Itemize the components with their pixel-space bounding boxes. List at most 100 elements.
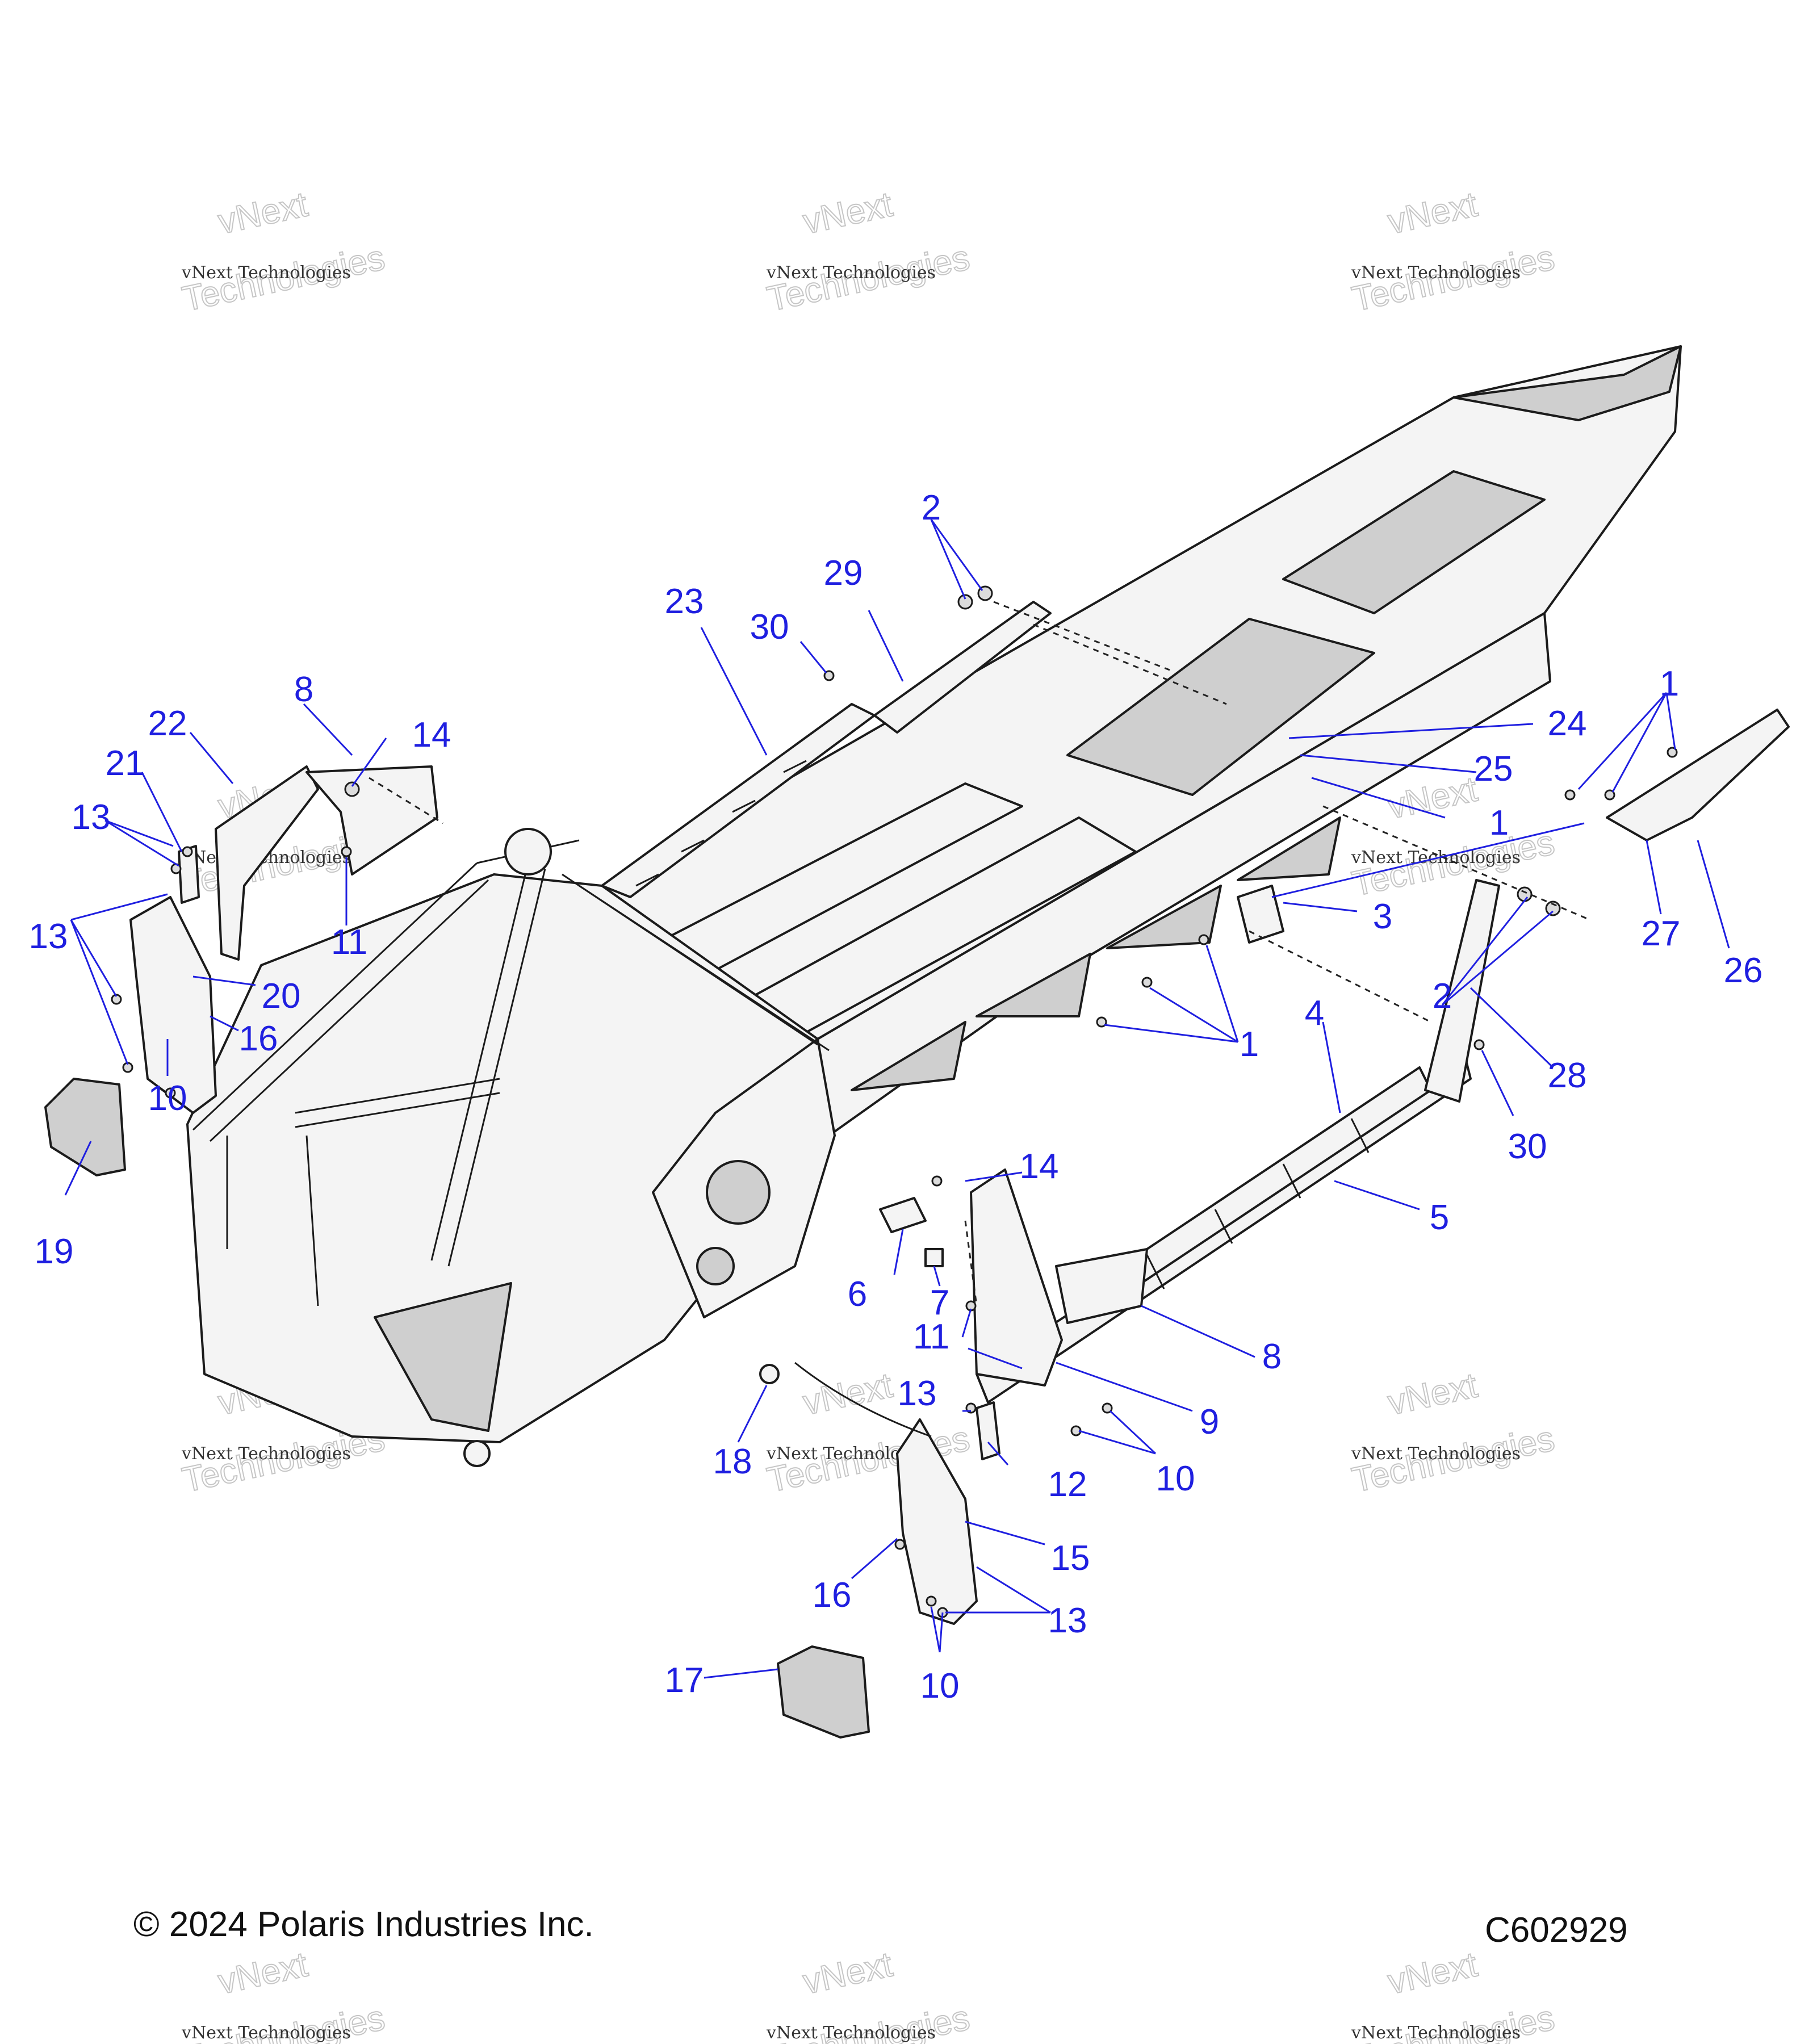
side-cutout — [1106, 885, 1222, 949]
cone-end — [463, 1440, 491, 1467]
leader-line — [976, 1566, 1051, 1614]
leader-line — [1205, 945, 1239, 1042]
part-28-bracket — [1424, 879, 1500, 1103]
watermark-big-text: vNext — [799, 1366, 895, 1422]
callout-3: 3 — [1373, 897, 1392, 936]
leader-line — [965, 1171, 1023, 1182]
callout-26: 26 — [1724, 951, 1763, 990]
callout-19: 19 — [35, 1232, 74, 1271]
deck-recess — [1282, 470, 1546, 614]
callout-8: 8 — [1262, 1337, 1282, 1376]
leader-line — [210, 1015, 239, 1032]
part-8-bracket — [305, 765, 438, 876]
watermark-small-text: vNext Technologies — [1351, 1444, 1521, 1464]
leader-line — [965, 1521, 1045, 1545]
callout-13: 13 — [1048, 1601, 1087, 1640]
callout-11: 11 — [331, 923, 367, 962]
assembly-line — [1249, 930, 1431, 1023]
fastener — [1564, 789, 1576, 801]
fasteners — [111, 585, 1678, 1618]
leader-line — [189, 732, 234, 784]
leader-line — [64, 1141, 92, 1196]
watermark-small-text: vNext Technologies — [1351, 263, 1521, 283]
frame-tube — [192, 862, 478, 1131]
leader-line — [930, 1606, 941, 1653]
callout-23: 23 — [665, 582, 704, 621]
callout-22: 22 — [148, 704, 187, 743]
leader-line — [1288, 723, 1534, 739]
watermark-big-text: vNext — [215, 185, 311, 241]
callout-29: 29 — [824, 554, 863, 593]
part-19-pad — [44, 1078, 126, 1176]
part-17-pad — [777, 1645, 870, 1739]
leader-line — [1300, 754, 1477, 773]
footer: © 2024 Polaris Industries Inc. C602929 — [133, 1905, 1628, 1950]
callout-20: 20 — [262, 977, 301, 1016]
callout-25: 25 — [1474, 749, 1513, 789]
side-cutout — [1237, 816, 1341, 881]
watermark-big-text: vNext — [1384, 1366, 1480, 1422]
leader-line — [1611, 692, 1668, 793]
watermark-small-text: vNext Technologies — [181, 1444, 351, 1464]
fastener — [823, 670, 835, 681]
leader-line — [1441, 897, 1529, 1006]
frame-tube — [447, 868, 546, 1267]
watermark: vNext Technologies vNext Technologies — [178, 184, 388, 320]
callout-7: 7 — [930, 1283, 949, 1322]
watermark: vNext Technologies vNext Technologies — [178, 1944, 388, 2044]
callout-9: 9 — [1200, 1402, 1219, 1442]
leader-line — [1311, 777, 1446, 819]
leader-line — [1469, 987, 1554, 1069]
part-9-bracket — [970, 1168, 1063, 1387]
watermark-big-text: vNext — [799, 185, 895, 241]
watermark-small-text: vNext Technologies — [766, 2023, 936, 2043]
leader-line — [868, 610, 904, 682]
shock-strut — [295, 1078, 500, 1114]
running-board-rung — [1214, 1209, 1233, 1244]
leader-line — [1481, 1050, 1514, 1116]
part-22-bracket — [215, 765, 319, 961]
leader-line — [1078, 1430, 1156, 1455]
callout-4: 4 — [1305, 994, 1324, 1033]
running-board-rung — [635, 873, 659, 887]
leader-line — [737, 1385, 768, 1443]
callout-14: 14 — [412, 715, 451, 755]
frame-tube — [209, 879, 489, 1142]
fastener — [170, 863, 182, 874]
leader-line — [930, 519, 966, 600]
part-26-bracket — [1606, 709, 1790, 841]
fastener — [165, 1087, 176, 1099]
part-8-lower-bracket — [1055, 1248, 1148, 1324]
fastener — [1667, 747, 1678, 758]
callout-17: 17 — [665, 1661, 704, 1700]
leader-line — [1104, 1024, 1238, 1043]
leader-line — [961, 1308, 972, 1338]
watermark-big-text: vNext — [1384, 185, 1480, 241]
callout-5: 5 — [1430, 1198, 1449, 1237]
part-7-nut — [924, 1248, 944, 1267]
fastener — [1096, 1016, 1107, 1028]
watermark-big-text: vNext — [1384, 769, 1480, 826]
leader-line — [192, 975, 256, 986]
leader-line — [1697, 840, 1730, 949]
side-cutout — [851, 1021, 966, 1091]
leader-line — [893, 1229, 904, 1275]
fastener — [1604, 789, 1615, 801]
fastener — [341, 846, 352, 857]
part-18-cable — [794, 1362, 932, 1438]
copyright-text: © 2024 Polaris Industries Inc. — [133, 1905, 594, 1944]
shock-strut — [295, 1092, 500, 1128]
leader-line — [70, 919, 118, 997]
assembly-line — [369, 777, 443, 824]
watermark-small-text: vNext Technologies — [1351, 2023, 1521, 2043]
part-29-bracket — [873, 601, 1052, 734]
assembly-line — [1322, 805, 1590, 921]
leader-line — [799, 641, 827, 673]
callout-30: 30 — [1508, 1127, 1547, 1166]
callout-24: 24 — [1548, 704, 1587, 743]
leader-line — [987, 1442, 1009, 1465]
running-board-rung — [1350, 1118, 1370, 1153]
callout-12: 12 — [1048, 1465, 1087, 1504]
leader-line — [939, 1612, 944, 1653]
running-board-rung — [1282, 1163, 1301, 1199]
